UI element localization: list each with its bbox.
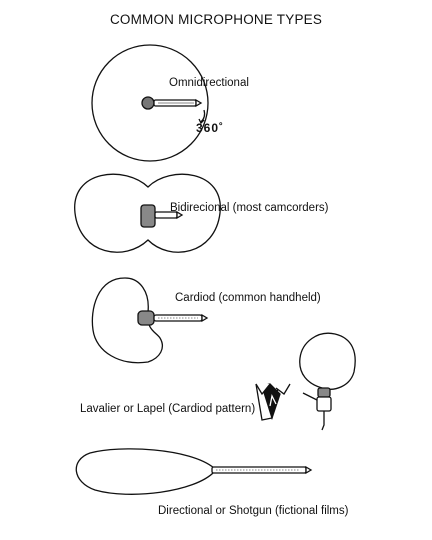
cardioid-microphone-icon — [137, 310, 209, 326]
omni-microphone-icon — [141, 96, 203, 110]
omnidirectional-pattern — [91, 44, 209, 162]
degree-annotation: 360˚ — [196, 121, 225, 135]
lavalier-microphone-icon — [302, 387, 332, 431]
shotgun-label: Directional or Shotgun (fictional films) — [158, 505, 349, 517]
shirt-collar-icon — [255, 383, 291, 421]
shotgun-pattern — [75, 448, 215, 495]
lavalier-pattern — [299, 332, 356, 390]
bidirectional-pattern — [74, 173, 221, 253]
diagram-title: COMMON MICROPHONE TYPES — [109, 12, 323, 27]
cardioid-pattern — [91, 277, 163, 364]
omnidirectional-label: Omnidirectional — [169, 77, 249, 89]
lavalier-label: Lavalier or Lapel (Cardiod pattern) — [80, 403, 256, 415]
bidirectional-microphone-icon — [140, 204, 184, 228]
cardioid-label: Cardiod (common handheld) — [175, 292, 321, 304]
shotgun-microphone-icon — [211, 465, 313, 475]
bidirectional-label: Bidirecional (most camcorders) — [170, 202, 329, 214]
rotation-arrow-icon — [198, 109, 206, 125]
